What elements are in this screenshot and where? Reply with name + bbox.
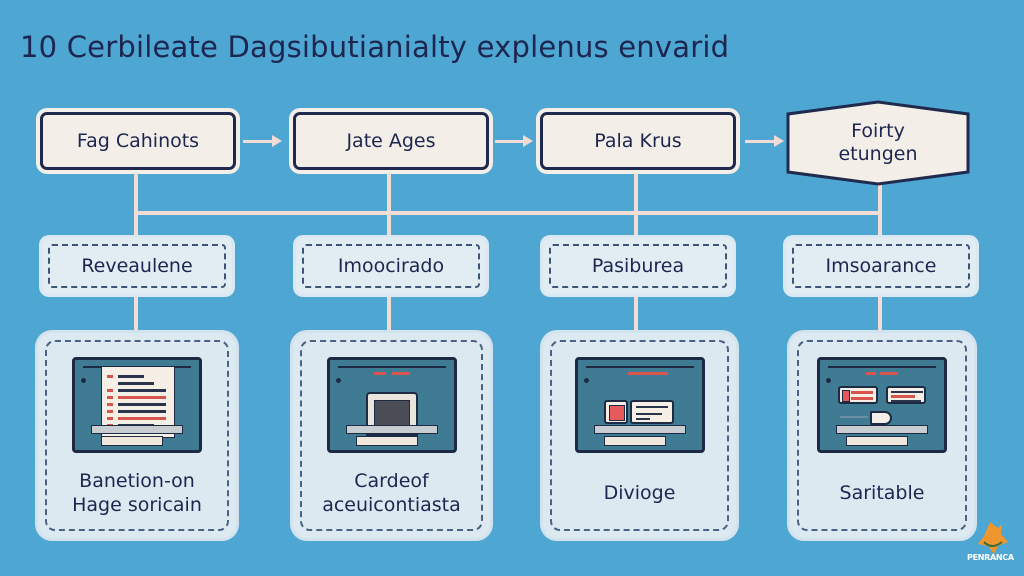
connector-top-1-2 [243, 140, 273, 143]
feature-card-2[interactable]: Cardeof aceuicontiasta [293, 333, 490, 538]
category-box-1[interactable]: Reveaulene [42, 238, 232, 294]
process-box-1[interactable]: Fag Cahinots [40, 112, 236, 170]
category-box-2[interactable]: Imoocirado [296, 238, 486, 294]
page-title: 10 Cerbileate Dagsibutianialty explenus … [20, 30, 730, 64]
logo-text: PENRANCA [967, 553, 1014, 562]
card-label-line1: Divioge [603, 482, 676, 504]
process-box-label: Fag Cahinots [76, 130, 200, 152]
process-box-2[interactable]: Jate Ages [293, 112, 489, 170]
connector-top-3-4 [745, 140, 775, 143]
category-label: Reveaulene [81, 255, 193, 277]
hexagon-shape [786, 100, 970, 186]
card-label-line2: Hage soricain [72, 494, 202, 516]
hexagon-label-line2: etungen [838, 143, 918, 165]
connector-top-2-3 [495, 140, 525, 143]
arrow-icon [774, 135, 784, 147]
process-box-label: Jate Ages [346, 130, 436, 152]
transfer-screen-icon [817, 357, 947, 453]
category-box-3[interactable]: Pasiburea [543, 238, 733, 294]
feature-card-4[interactable]: Saritable [790, 333, 974, 538]
process-box-label: Pala Krus [594, 130, 682, 152]
card-label-line1: Cardeof [354, 470, 429, 492]
process-box-3[interactable]: Pala Krus [540, 112, 736, 170]
feature-card-1[interactable]: Banetion-on Hage soricain [38, 333, 236, 538]
card-label-line2: aceuicontiasta [322, 494, 461, 516]
category-label: Pasiburea [591, 255, 685, 277]
document-screen-icon [72, 357, 202, 453]
fox-logo-icon [978, 522, 1008, 554]
category-label: Imsoarance [825, 255, 937, 277]
hexagon-label-line1: Foirty [851, 120, 905, 142]
category-box-4[interactable]: Imsoarance [786, 238, 976, 294]
arrow-icon [523, 135, 533, 147]
feature-card-3[interactable]: Divioge [543, 333, 736, 538]
laptop-screen-icon [326, 357, 457, 453]
horizontal-bus [135, 211, 880, 215]
decision-hexagon[interactable]: Foirty etungen [786, 100, 970, 186]
card-label-line1: Saritable [839, 482, 925, 504]
card-label-line1: Banetion-on [79, 470, 195, 492]
category-label: Imoocirado [337, 255, 445, 277]
arrow-icon [272, 135, 282, 147]
dialog-screen-icon [574, 357, 705, 453]
